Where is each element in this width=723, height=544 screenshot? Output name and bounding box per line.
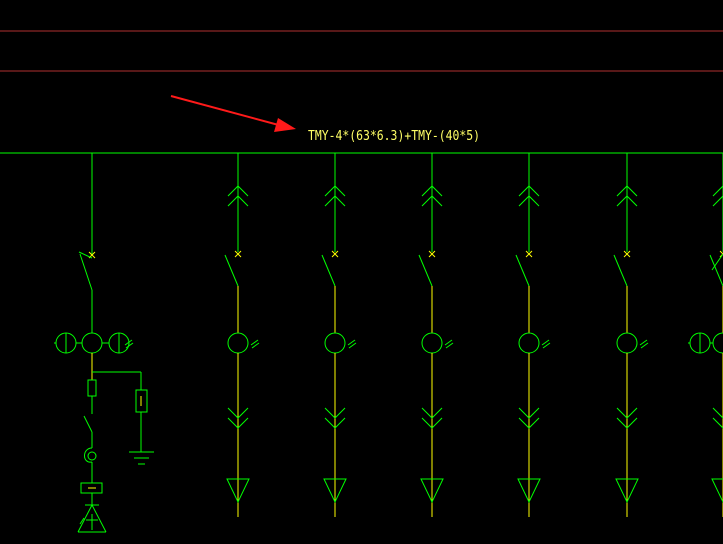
feeder-circuit-4 <box>515 153 551 517</box>
feeder-circuit-1 <box>224 153 260 517</box>
feeder-circuit-6 <box>709 153 723 517</box>
feeder-circuit-5 <box>613 153 649 517</box>
feeder-group <box>224 153 723 517</box>
feeder-circuit-2 <box>321 153 357 517</box>
incoming-panel <box>54 153 154 533</box>
feeder-circuit-3 <box>418 153 454 517</box>
feeder-circuit-edge <box>688 253 723 354</box>
busbar-label: TMY-4*(63*6.3)+TMY-(40*5) <box>308 129 480 144</box>
annotation-arrow <box>170 95 296 132</box>
